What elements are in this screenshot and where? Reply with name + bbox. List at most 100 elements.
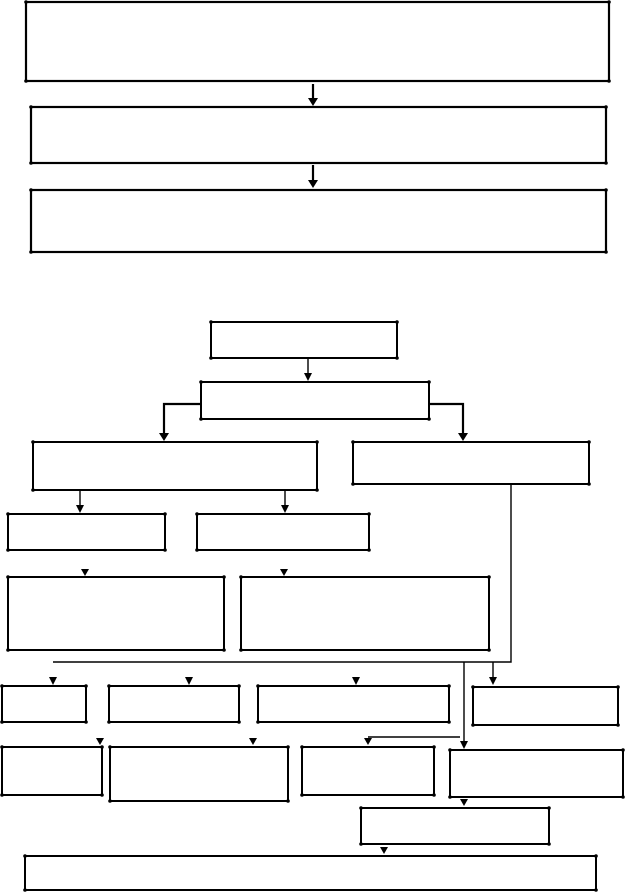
corner-dot	[607, 79, 611, 83]
corner-dot	[587, 440, 591, 444]
corner-dot	[351, 482, 355, 486]
tree-box-row-1-b	[108, 685, 240, 723]
flow-box-top-2	[29, 105, 608, 165]
corner-dot	[23, 888, 27, 892]
tree-box-final	[24, 855, 597, 891]
corner-dot	[0, 745, 4, 749]
corner-dot	[0, 793, 4, 797]
connector-level1-right	[429, 402, 465, 433]
tree-box-detail-b	[240, 576, 490, 651]
flow-box-top-3	[29, 188, 608, 254]
corner-dot	[222, 648, 226, 652]
arrowhead-row-2-c	[364, 738, 372, 745]
corner-dot	[239, 575, 243, 579]
corner-dot	[300, 793, 304, 797]
corner-dot	[29, 161, 33, 165]
corner-dot	[315, 488, 319, 492]
arrowhead-detail-b	[280, 569, 288, 576]
corner-dot	[100, 745, 104, 749]
arrowhead-final	[380, 847, 388, 854]
corner-dot	[209, 320, 213, 324]
arrowhead-row-2-d	[460, 741, 468, 749]
corner-dot	[359, 842, 363, 846]
corner-dot	[487, 575, 491, 579]
corner-dot	[621, 748, 625, 752]
tree-box-left-sub-a	[7, 513, 166, 551]
arrowhead-left-sub-b	[281, 505, 289, 513]
tree-box-left-branch	[32, 441, 318, 491]
arrowhead-level1-right	[458, 433, 468, 441]
corner-dot	[604, 188, 608, 192]
tree-box-row-2-c	[301, 746, 435, 796]
corner-dot	[24, 79, 28, 83]
tree-box-row-2-a	[1, 746, 103, 796]
corner-dot	[607, 0, 611, 4]
corner-dot	[163, 548, 167, 552]
corner-dot	[222, 575, 226, 579]
corner-dot	[256, 684, 260, 688]
arrowhead-merge	[460, 799, 468, 806]
corner-dot	[195, 512, 199, 516]
corner-dot	[448, 748, 452, 752]
corner-dot	[163, 512, 167, 516]
corner-dot	[359, 806, 363, 810]
corner-dot	[367, 548, 371, 552]
corner-dot	[286, 799, 290, 803]
arrowhead-top-2-3	[308, 180, 318, 188]
corner-dot	[616, 685, 620, 689]
corner-dot	[100, 793, 104, 797]
corner-dot	[31, 488, 35, 492]
corner-dot	[108, 799, 112, 803]
corner-dot	[84, 720, 88, 724]
corner-dot	[395, 356, 399, 360]
arrowhead-top-1-2	[308, 98, 318, 106]
corner-dot	[195, 548, 199, 552]
corner-dot	[199, 417, 203, 421]
corner-dot	[239, 648, 243, 652]
tree-box-row-1-c	[257, 685, 450, 723]
corner-dot	[6, 575, 10, 579]
tree-box-left-sub-b	[196, 513, 370, 551]
corner-dot	[448, 795, 452, 799]
corner-dot	[604, 250, 608, 254]
tree-box-row-1-d	[472, 686, 619, 726]
corner-dot	[199, 380, 203, 384]
corner-dot	[23, 854, 27, 858]
tree-box-merge	[360, 807, 550, 845]
corner-dot	[24, 0, 28, 4]
corner-dot	[209, 356, 213, 360]
arrowhead-detail-a	[81, 569, 89, 576]
corner-dot	[604, 105, 608, 109]
corner-dot	[594, 854, 598, 858]
corner-dot	[6, 512, 10, 516]
tree-box-root	[210, 321, 398, 359]
connector-level1-left	[162, 402, 201, 433]
corner-dot	[547, 842, 551, 846]
corner-dot	[29, 188, 33, 192]
corner-dot	[107, 684, 111, 688]
corner-dot	[300, 745, 304, 749]
corner-dot	[237, 720, 241, 724]
corner-dot	[256, 720, 260, 724]
corner-dot	[6, 548, 10, 552]
corner-dot	[315, 440, 319, 444]
corner-dot	[427, 380, 431, 384]
corner-dot	[29, 250, 33, 254]
corner-dot	[237, 684, 241, 688]
corner-dot	[471, 723, 475, 727]
corner-dot	[587, 482, 591, 486]
corner-dot	[487, 648, 491, 652]
tree-box-right-branch	[352, 441, 590, 485]
corner-dot	[0, 684, 4, 688]
corner-dot	[616, 723, 620, 727]
corner-dot	[395, 320, 399, 324]
corner-dot	[84, 684, 88, 688]
corner-dot	[286, 745, 290, 749]
tree-box-level-1	[200, 381, 430, 420]
hierarchy-tree	[1, 321, 624, 891]
corner-dot	[447, 684, 451, 688]
corner-dot	[447, 720, 451, 724]
arrowhead-row-1-c	[352, 677, 360, 685]
corner-dot	[432, 793, 436, 797]
